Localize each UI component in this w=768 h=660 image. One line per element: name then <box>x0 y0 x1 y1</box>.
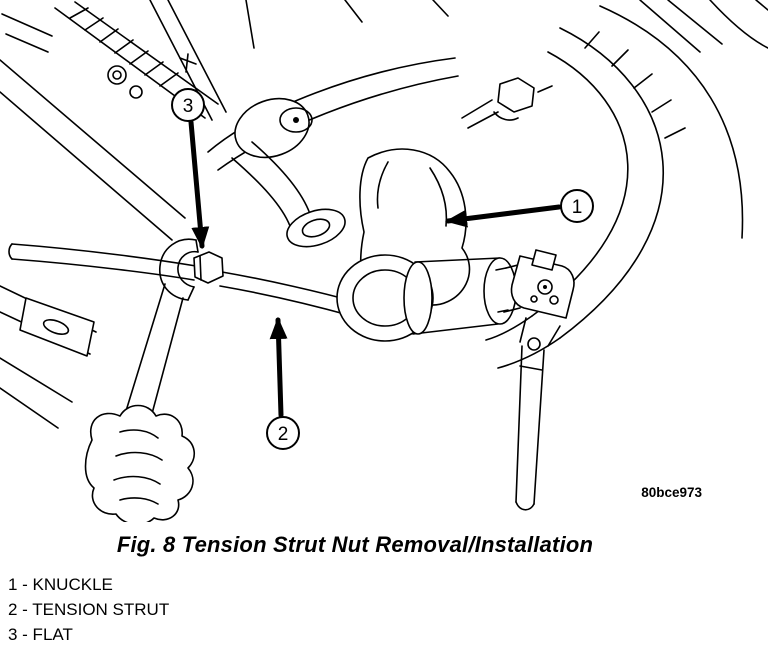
strut-nut <box>193 251 224 284</box>
technical-illustration: 3 1 2 80bce973 <box>0 0 768 522</box>
callout-1: 1 <box>445 189 594 228</box>
callout-3: 3 <box>171 88 210 249</box>
ratchet-yoke <box>519 317 561 347</box>
legend-item-knuckle: 1 - KNUCKLE <box>8 575 113 594</box>
wrench-handle-edge <box>121 283 166 425</box>
strut-bushing-assembly <box>336 254 517 342</box>
ratchet-wrench <box>503 249 575 511</box>
callout-1-circle <box>560 189 594 223</box>
callout-3-arrow <box>188 119 210 249</box>
hand-outline <box>84 404 195 522</box>
callout-2: 2 <box>266 317 300 450</box>
callout-3-circle <box>171 88 205 122</box>
ratchet-handle-end <box>515 501 535 511</box>
nut-flat-line <box>199 255 202 281</box>
legend: 1 - KNUCKLE 2 - TENSION STRUT 3 - FLAT <box>8 572 768 647</box>
frame-bracket <box>19 297 95 357</box>
wrench-jaw-inner <box>177 250 199 288</box>
ratchet-drive <box>531 249 557 271</box>
figure-caption: Fig. 8 Tension Strut Nut Removal/Install… <box>116 532 594 557</box>
callout-2-number: 2 <box>278 424 289 445</box>
callout-2-circle <box>266 416 300 450</box>
bolt-head <box>107 65 127 85</box>
callout-1-number: 1 <box>572 197 583 218</box>
nut-hex <box>193 251 224 284</box>
wrench-jaw-outer <box>159 238 197 301</box>
bolt-hex-head <box>497 77 535 113</box>
ratchet-handle-edge <box>533 349 545 505</box>
upper-control-arm <box>207 57 459 248</box>
wheel-well-arcs <box>485 5 744 369</box>
legend-item-tension-strut: 2 - TENSION STRUT <box>8 600 170 619</box>
callout-2-arrow <box>269 317 288 418</box>
frame-hatching <box>69 7 179 87</box>
ratchet-pivot-pin <box>527 337 541 351</box>
watermark-text: 80bce973 <box>641 485 702 500</box>
arm-bushing-eye <box>286 208 346 248</box>
pivot-bolt <box>461 77 553 129</box>
legend-item-flat: 3 - FLAT <box>8 625 73 644</box>
hand <box>84 404 195 522</box>
callout-1-arrow <box>445 204 562 228</box>
tension-strut-top-edge <box>11 243 197 267</box>
frame-structure <box>0 0 768 429</box>
bolt-head <box>129 85 143 99</box>
ratchet-handle-edge <box>515 345 523 503</box>
bracket-slot <box>42 319 70 335</box>
callout-3-number: 3 <box>183 96 194 117</box>
